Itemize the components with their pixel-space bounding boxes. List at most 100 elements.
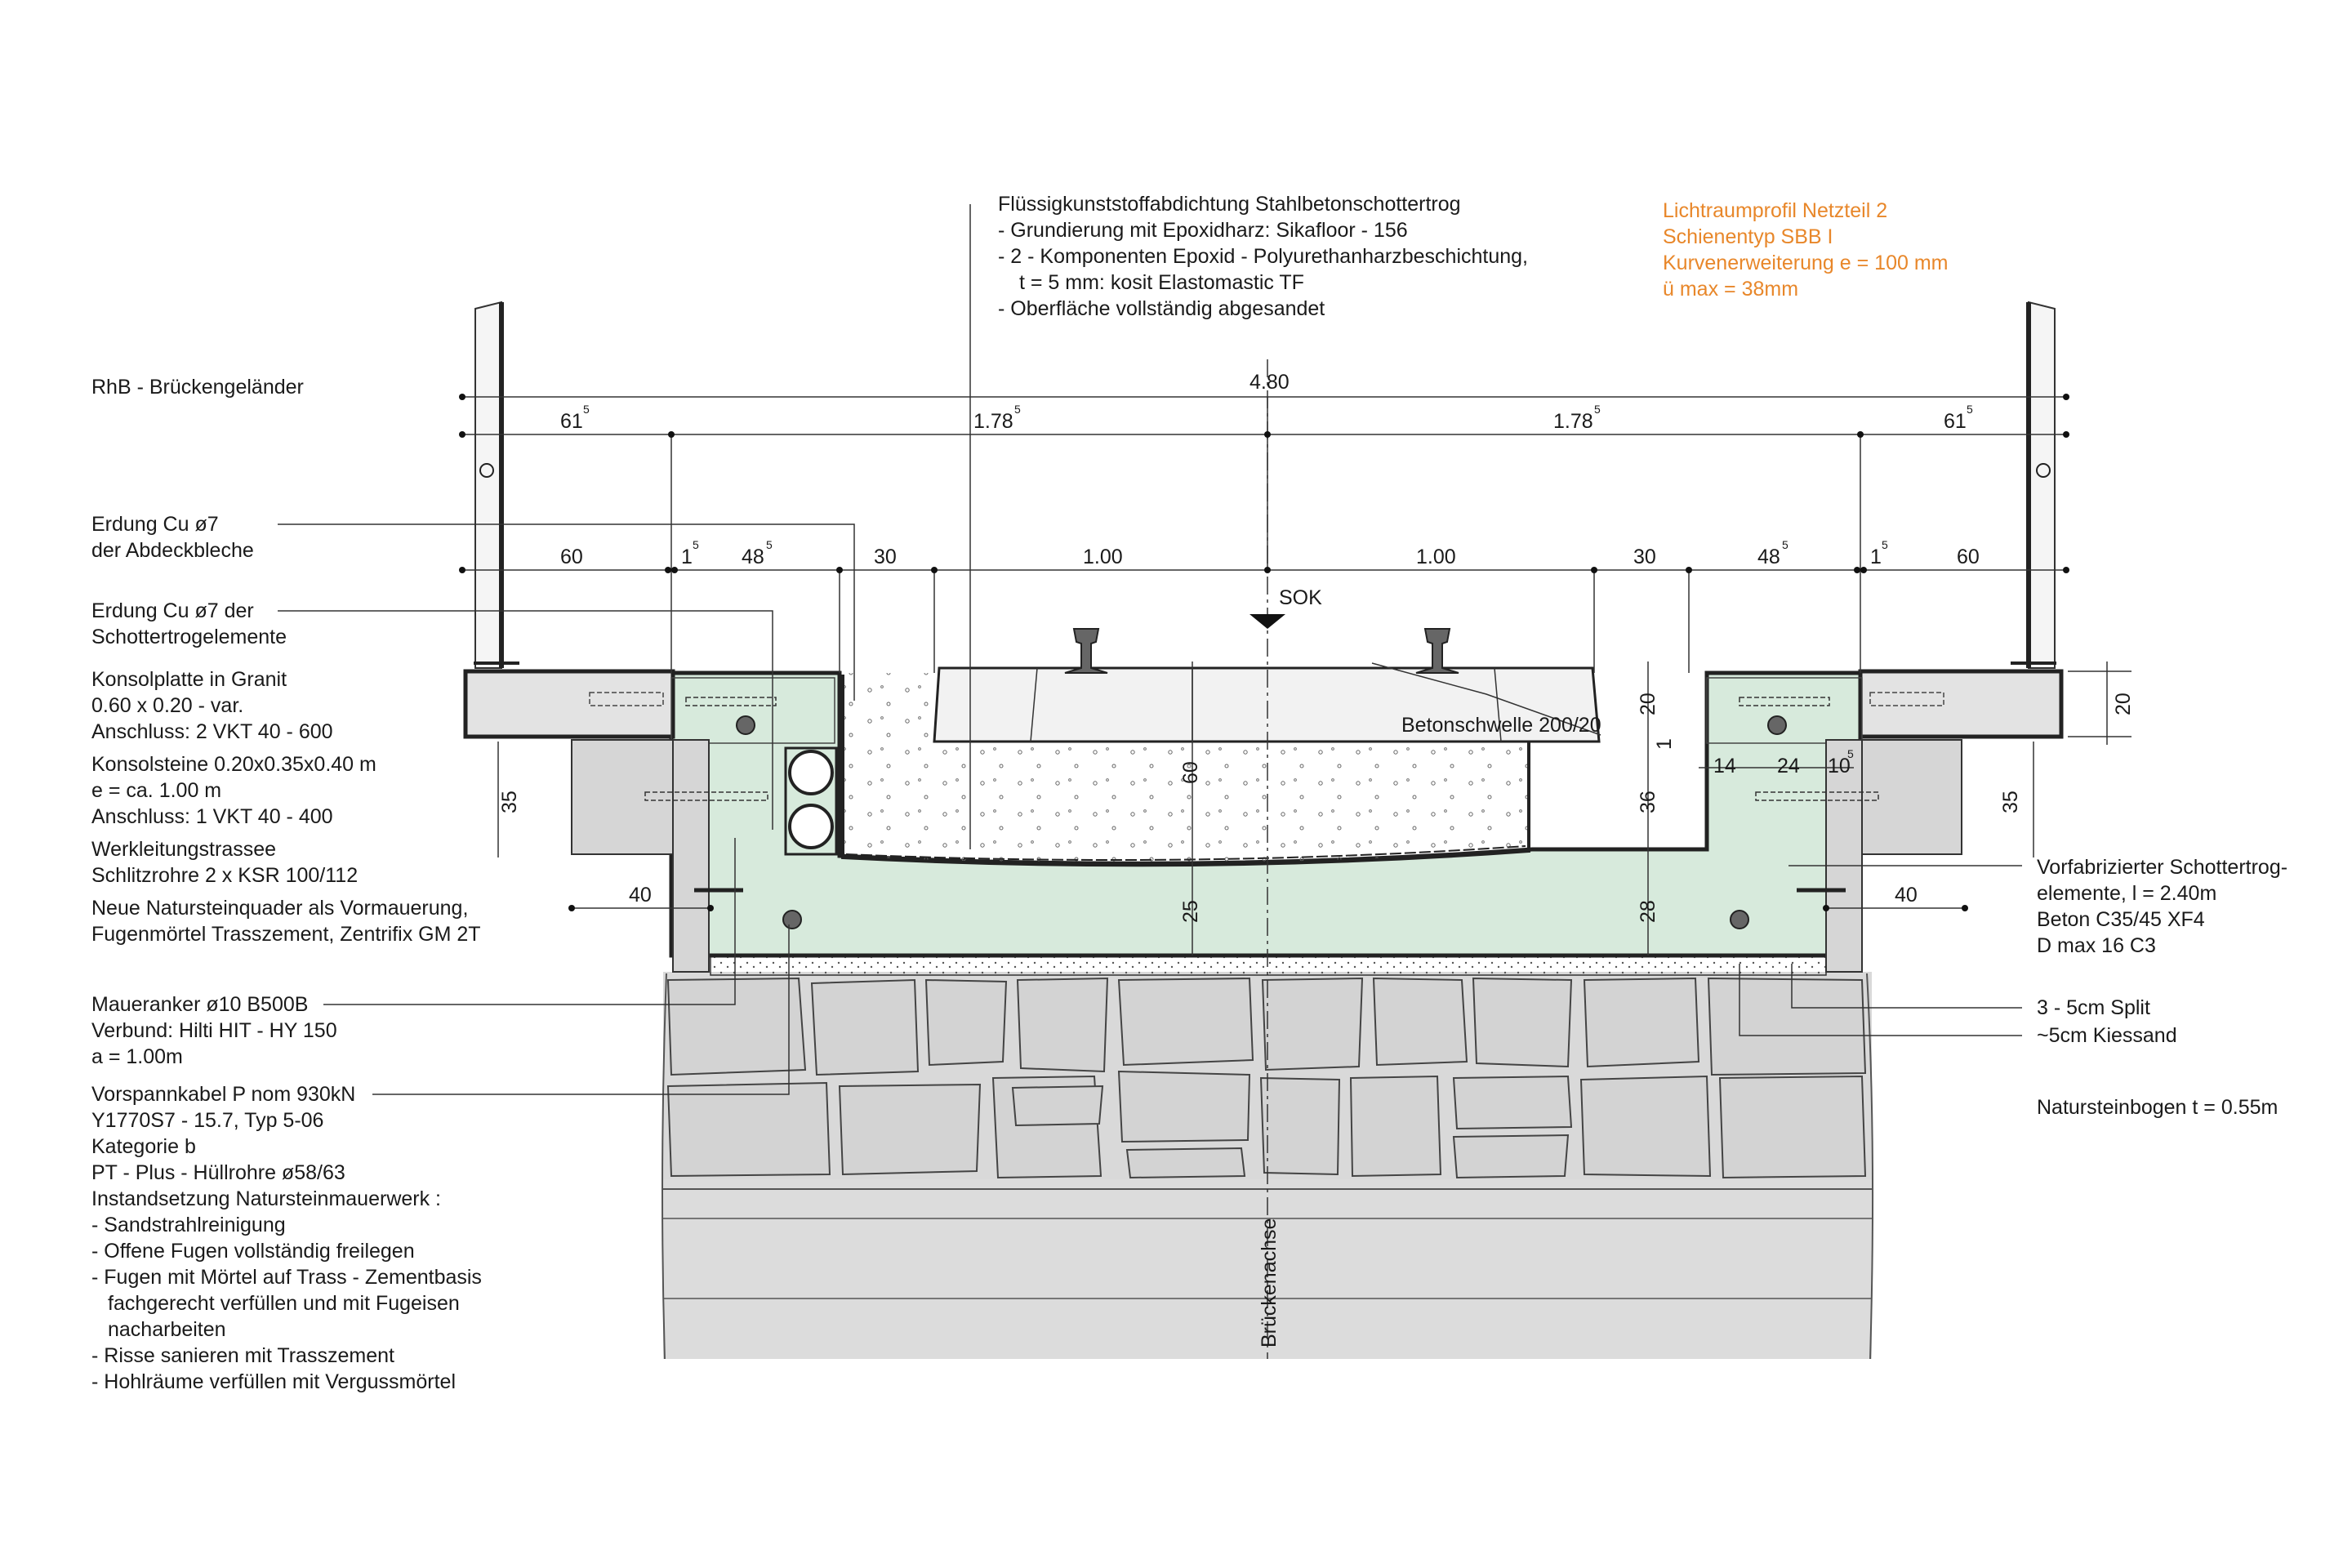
orange-note-2: Schienentyp SBB I: [1663, 225, 1833, 248]
dim-left-48: 48: [742, 546, 764, 568]
dim-center-25: 25: [1179, 900, 1202, 923]
dim-left-40: 40: [629, 884, 652, 906]
dim-left-30: 30: [874, 546, 897, 568]
dim-24: 24: [1777, 755, 1800, 777]
top-label-line-4: t = 5 mm: kosit Elastomastic TF: [1019, 271, 1304, 294]
dim-slab-right: 20: [2112, 693, 2135, 715]
trough-line-2: elemente, l = 2.40m: [2037, 882, 2216, 905]
dim-left-100: 1.00: [1083, 546, 1123, 568]
prestressing-cables: [736, 715, 1787, 929]
railing-label: RhB - Brückengeländer: [91, 376, 304, 399]
dim-inner-1: 1: [1653, 738, 1676, 750]
console-slab-right: [1858, 669, 2064, 739]
console-stone-left: [571, 739, 710, 973]
console-line-2: 0.60 x 0.20 - var.: [91, 694, 243, 717]
top-label-line-3: - 2 - Komponenten Epoxid - Polyurethanha…: [998, 245, 1528, 268]
earthing1-line-2: der Abdeckbleche: [91, 539, 254, 562]
cable-line-2: Y1770S7 - 15.7, Typ 5-06: [91, 1109, 323, 1132]
railing-right: [2011, 301, 2056, 669]
ashlar-line-1: Neue Natursteinquader als Vormauerung,: [91, 897, 468, 920]
dim-row2-2: 1.78: [973, 410, 1013, 433]
dim-left-1-sup: 5: [693, 538, 699, 551]
right-labels: Vorfabrizierter Schottertrog- elemente, …: [2037, 856, 2287, 1119]
cable-line-4: PT - Plus - Hüllrohre ø58/63: [91, 1161, 345, 1184]
dim-right-30: 30: [1633, 546, 1656, 568]
trough-line-4: D max 16 C3: [2037, 934, 2156, 957]
gravel-layer: [710, 955, 1827, 976]
repair-line-4: - Fugen mit Mörtel auf Trass - Zementbas…: [91, 1266, 482, 1289]
console-slab-left: [463, 669, 675, 739]
dim-right-48: 48: [1757, 546, 1780, 568]
dimension-texts: 4.80 61 5 1.78 5 1.78 5 61 5 60 1 5 48 5…: [498, 371, 2135, 923]
dim-console-right: 35: [1999, 791, 2022, 813]
dim-row2-2-sup: 5: [1014, 403, 1021, 416]
dim-right-28: 28: [1637, 900, 1659, 923]
arch-label: Natursteinbogen t = 0.55m: [2037, 1096, 2278, 1119]
rail-right: [1415, 628, 1459, 674]
sleeper-label: Betonschwelle 200/20: [1401, 714, 1601, 737]
top-label-line-2: - Grundierung mit Epoxidharz: Sikafloor …: [998, 219, 1408, 242]
repair-line-1: Instandsetzung Natursteinmauerwerk :: [91, 1187, 441, 1210]
console-line-3: Anschluss: 2 VKT 40 - 600: [91, 720, 333, 743]
cable-line-1: Vorspannkabel P nom 930kN: [91, 1083, 355, 1106]
top-label-line-5: - Oberfläche vollständig abgesandet: [998, 297, 1325, 320]
dim-total: 4.80: [1250, 371, 1290, 394]
conduit-line-2: Schlitzrohre 2 x KSR 100/112: [91, 864, 358, 887]
left-labels: RhB - Brückengeländer Erdung Cu ø7 der A…: [91, 376, 482, 1393]
trough-line-1: Vorfabrizierter Schottertrog-: [2037, 856, 2287, 879]
dim-right-36: 36: [1637, 791, 1659, 813]
repair-line-5: fachgerecht verfüllen und mit Fugeisen: [108, 1292, 460, 1315]
orange-notes: Lichtraumprofil Netzteil 2 Schienentyp S…: [1663, 199, 1949, 301]
dim-console-left: 35: [498, 791, 521, 813]
inline-labels: SOK Betonschwelle 200/20 Brückenachse: [1258, 586, 1601, 1348]
earthing2-line-2: Schottertrogelemente: [91, 626, 287, 648]
dim-14: 14: [1713, 755, 1736, 777]
console-line-1: Konsolplatte in Granit: [91, 668, 287, 691]
dim-center-60: 60: [1179, 761, 1202, 784]
dim-right-60: 60: [1957, 546, 1980, 568]
dimension-ticks: [459, 394, 2069, 911]
anchor-line-3: a = 1.00m: [91, 1045, 183, 1068]
dim-left-1: 1: [681, 546, 693, 568]
earthing2-line-1: Erdung Cu ø7 der: [91, 599, 254, 622]
top-waterproofing-label: Flüssigkunststoffabdichtung Stahlbetonsc…: [998, 193, 1528, 320]
trough-line-3: Beton C35/45 XF4: [2037, 908, 2205, 931]
sok-label: SOK: [1279, 586, 1322, 609]
leader-lines: [278, 204, 2022, 1095]
top-label-line-1: Flüssigkunststoffabdichtung Stahlbetonsc…: [998, 193, 1461, 216]
orange-note-4: ü max = 38mm: [1663, 278, 1798, 301]
conduit-line-1: Werkleitungstrassee: [91, 838, 276, 861]
dim-left-48-sup: 5: [766, 538, 773, 551]
dim-right-1: 1: [1870, 546, 1882, 568]
dim-right-20: 20: [1637, 693, 1659, 715]
repair-line-6: nacharbeiten: [108, 1318, 226, 1341]
anchors: [644, 697, 1879, 893]
stones-line-1: Konsolsteine 0.20x0.35x0.40 m: [91, 753, 376, 776]
orange-note-3: Kurvenerweiterung e = 100 mm: [1663, 252, 1949, 274]
dim-row2-4: 61: [1944, 410, 1967, 433]
stones-line-2: e = ca. 1.00 m: [91, 779, 221, 802]
dim-right-48-sup: 5: [1782, 538, 1788, 551]
dim-10-sup: 5: [1847, 747, 1854, 760]
stones-line-3: Anschluss: 1 VKT 40 - 400: [91, 805, 333, 828]
dim-10: 10: [1828, 755, 1851, 777]
anchor-line-2: Verbund: Hilti HIT - HY 150: [91, 1019, 337, 1042]
console-stone-right: [1825, 739, 1962, 973]
dim-right-100: 1.00: [1416, 546, 1456, 568]
concrete-sleeper: [933, 666, 1601, 743]
cable-line-3: Kategorie b: [91, 1135, 196, 1158]
repair-line-8: - Hohlräume verfüllen mit Vergussmörtel: [91, 1370, 456, 1393]
earthing1-line-1: Erdung Cu ø7: [91, 513, 219, 536]
repair-line-7: - Risse sanieren mit Trasszement: [91, 1344, 394, 1367]
rail-left: [1064, 628, 1108, 674]
dim-left-60: 60: [560, 546, 583, 568]
dim-row2-3: 1.78: [1553, 410, 1593, 433]
dim-row2-3-sup: 5: [1594, 403, 1601, 416]
dim-row2-1-sup: 5: [583, 403, 590, 416]
orange-note-1: Lichtraumprofil Netzteil 2: [1663, 199, 1887, 222]
sok-marker: [1250, 614, 1285, 629]
split-label: 3 - 5cm Split: [2037, 996, 2150, 1019]
dim-right-40: 40: [1895, 884, 1918, 906]
repair-line-2: - Sandstrahlreinigung: [91, 1214, 286, 1236]
